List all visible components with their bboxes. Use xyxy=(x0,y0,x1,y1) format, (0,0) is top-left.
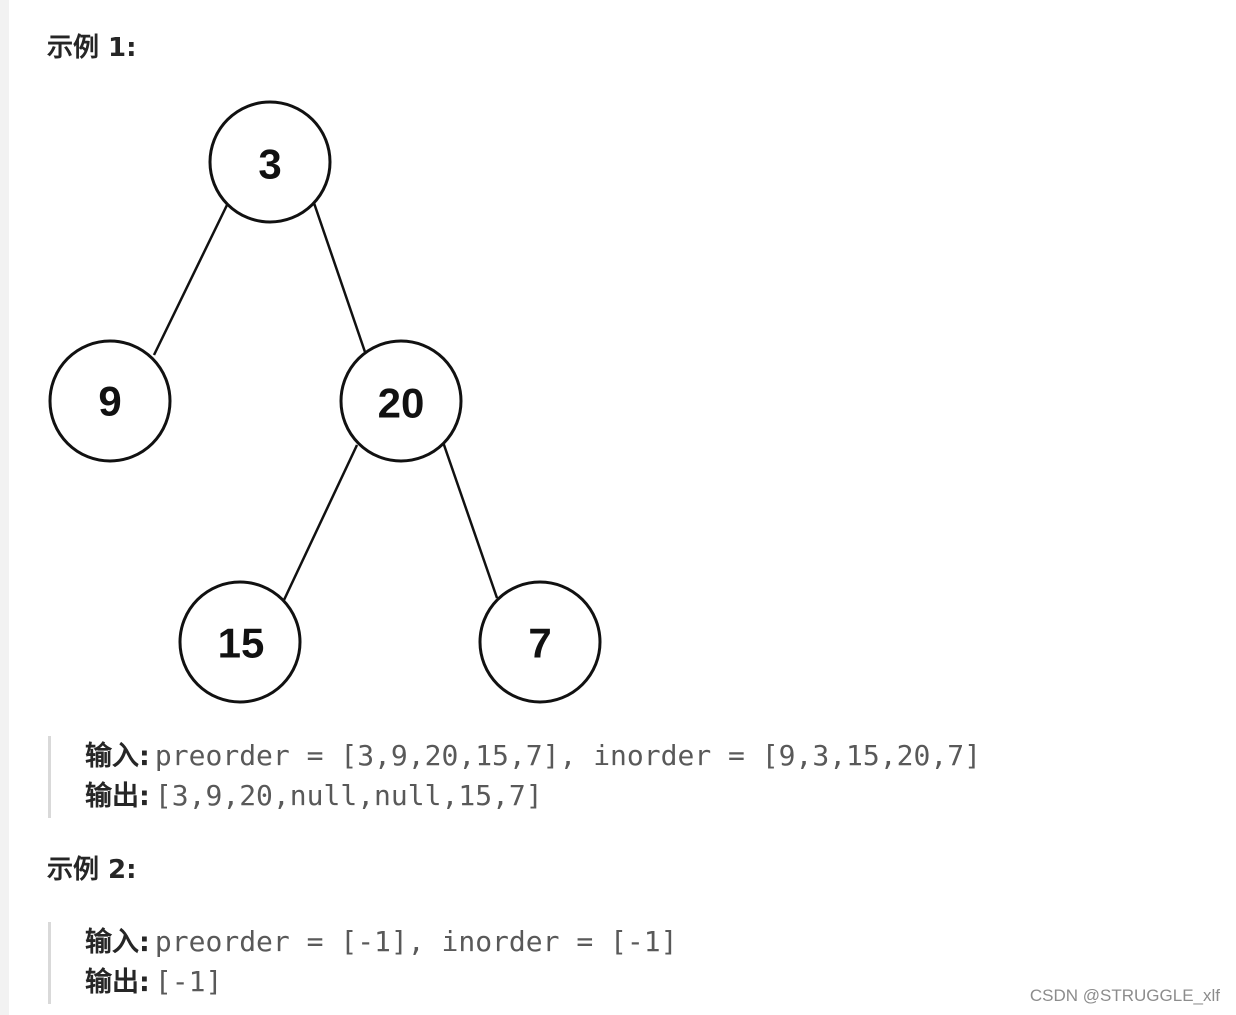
example-1-heading: 示例 1: xyxy=(47,33,137,63)
tree-node-3 xyxy=(208,100,332,224)
example-2-block: 输入: preorder = [-1], inorder = [-1] 输出: … xyxy=(48,922,678,1004)
tree-node-label-9: 9 xyxy=(98,378,121,425)
output-value: [-1] xyxy=(154,965,223,998)
tree-node-9 xyxy=(48,339,172,463)
left-border-strip xyxy=(0,0,9,1015)
example-2-heading: 示例 2: xyxy=(47,855,137,885)
input-label: 输入: xyxy=(85,741,150,772)
edge-3-9 xyxy=(152,204,229,356)
binary-tree-diagram: 3 9 20 15 7 xyxy=(48,100,602,704)
edge-20-7 xyxy=(441,441,499,599)
input-label: 输入: xyxy=(85,927,150,958)
example-2-output-line: 输出: [-1] xyxy=(85,962,678,1002)
edge-3-20 xyxy=(312,202,367,353)
example-2-input-line: 输入: preorder = [-1], inorder = [-1] xyxy=(85,922,678,962)
output-label: 输出: xyxy=(85,781,150,812)
tree-node-label-20: 20 xyxy=(378,380,425,427)
tree-node-label-3: 3 xyxy=(258,141,281,188)
input-value: preorder = [-1], inorder = [-1] xyxy=(154,925,678,958)
tree-node-15 xyxy=(178,580,302,704)
tree-node-label-7: 7 xyxy=(528,620,551,667)
example-1-output-line: 输出: [3,9,20,null,null,15,7] xyxy=(85,776,981,816)
output-label: 输出: xyxy=(85,967,150,998)
output-value: [3,9,20,null,null,15,7] xyxy=(154,779,543,812)
tree-node-20 xyxy=(339,339,463,463)
csdn-watermark: CSDN @STRUGGLE_xlf xyxy=(1029,986,1220,1005)
example-1-block: 输入: preorder = [3,9,20,15,7], inorder = … xyxy=(48,736,981,818)
tree-node-label-15: 15 xyxy=(218,620,265,667)
tree-node-7 xyxy=(478,580,602,704)
edge-20-15 xyxy=(282,444,359,601)
input-value: preorder = [3,9,20,15,7], inorder = [9,3… xyxy=(154,739,981,772)
example-1-input-line: 输入: preorder = [3,9,20,15,7], inorder = … xyxy=(85,736,981,776)
